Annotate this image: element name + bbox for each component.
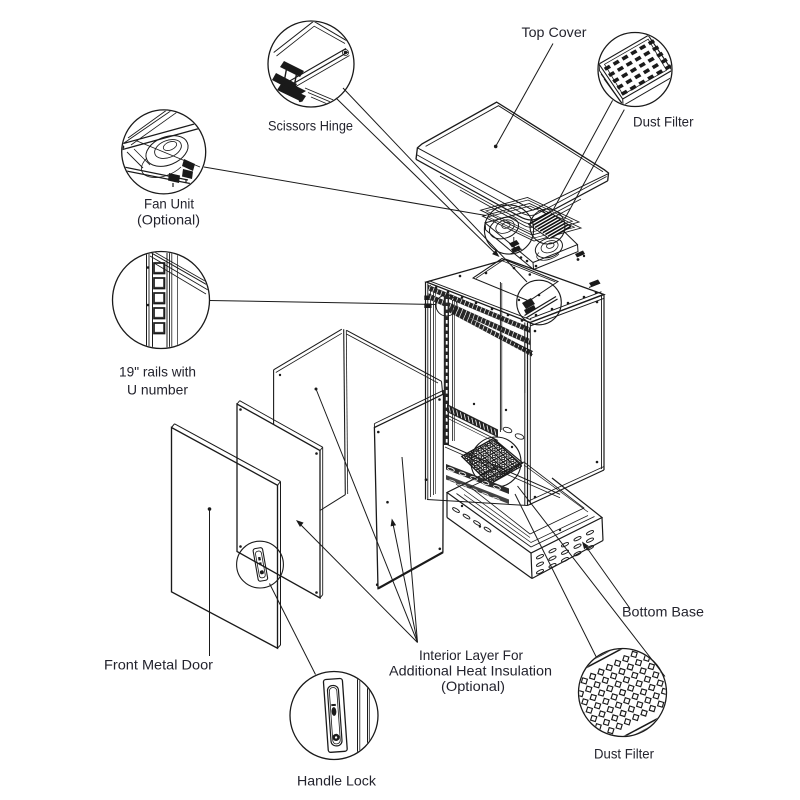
svg-text:Bottom Base: Bottom Base: [622, 604, 704, 620]
svg-text:(Optional): (Optional): [441, 678, 505, 694]
svg-text:19" rails with: 19" rails with: [119, 364, 196, 380]
svg-text:Dust Filter: Dust Filter: [594, 746, 654, 762]
svg-text:Top Cover: Top Cover: [522, 24, 587, 40]
svg-text:Fan Unit: Fan Unit: [144, 196, 194, 212]
svg-text:Front Metal Door: Front Metal Door: [104, 657, 213, 673]
svg-text:(Optional): (Optional): [137, 212, 200, 228]
svg-text:Interior Layer For: Interior Layer For: [419, 647, 523, 663]
svg-text:Handle Lock: Handle Lock: [297, 773, 377, 789]
svg-text:Additional Heat Insulation: Additional Heat Insulation: [389, 662, 552, 678]
svg-text:Dust Filter: Dust Filter: [633, 114, 694, 130]
svg-text:Scissors Hinge: Scissors Hinge: [268, 118, 353, 134]
svg-text:U number: U number: [127, 382, 188, 398]
